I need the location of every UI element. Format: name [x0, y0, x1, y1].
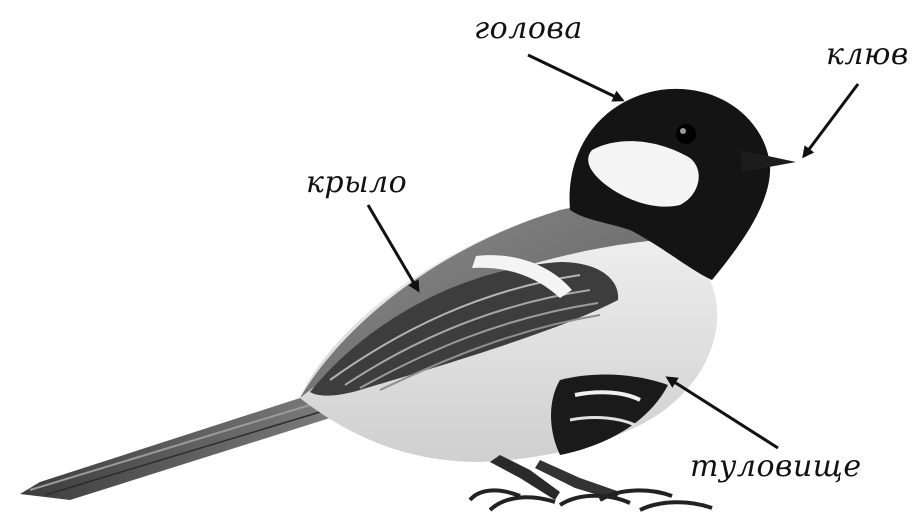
label-arrows: [366, 53, 860, 450]
bird-eye: [676, 124, 696, 144]
label-beak: клюв: [826, 37, 909, 72]
label-body: туловище: [690, 449, 862, 484]
label-head: голова: [474, 11, 583, 46]
bird-beak: [740, 150, 796, 172]
arrow-beak: [802, 83, 860, 159]
bird-legs: [468, 455, 713, 512]
bird-tail: [20, 398, 330, 500]
label-wing: крыло: [306, 165, 408, 200]
arrow-body: [665, 376, 779, 450]
bird-wing: [310, 255, 619, 396]
bird-head: [569, 88, 771, 280]
arrow-head: [527, 53, 625, 102]
arrow-wing: [366, 204, 420, 293]
